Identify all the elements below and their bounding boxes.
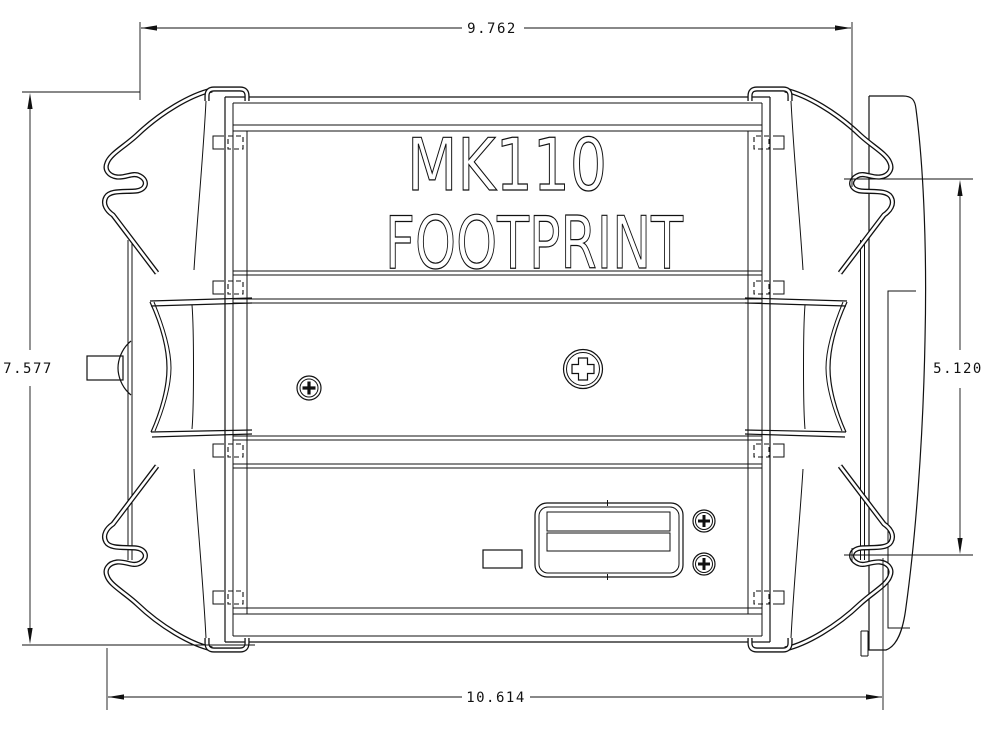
screw-small-center [296, 375, 322, 401]
clamp-bottom-left [105, 466, 247, 650]
label-plate [482, 500, 684, 580]
dim-left-value: 7.577 [3, 361, 53, 377]
dimension-bottom-width: 10.614 [106, 558, 884, 710]
title-line-2: FOOTPRINT [385, 201, 684, 285]
screw-bottom-upper [692, 509, 716, 533]
dim-top-value: 9.762 [467, 21, 517, 37]
drawing-title: MK110 FOOTPRINT [384, 122, 684, 285]
clamp-middle-left [149, 297, 253, 438]
screw-large-center [562, 348, 604, 390]
small-port-rect [482, 549, 523, 569]
clamp-bottom-right [750, 466, 892, 650]
dim-right-value: 5.120 [933, 361, 983, 377]
dimension-left-height: 7.577 [3, 91, 255, 646]
side-connector-tab [86, 340, 132, 396]
title-line-1: MK110 [407, 123, 607, 207]
clamp-middle-right [744, 297, 848, 438]
clamp-top-left [105, 89, 247, 273]
screw-bottom-lower [692, 552, 716, 576]
mount-release-lever [860, 95, 927, 657]
dimension-top-width: 9.762 [139, 21, 853, 186]
screws [296, 348, 716, 576]
right-backing-plate-edge [860, 240, 865, 560]
dimension-right-height: 5.120 [844, 172, 983, 562]
dim-bottom-value: 10.614 [466, 690, 526, 706]
clamp-top-right [750, 89, 892, 273]
left-backing-plate-edge [127, 240, 133, 560]
